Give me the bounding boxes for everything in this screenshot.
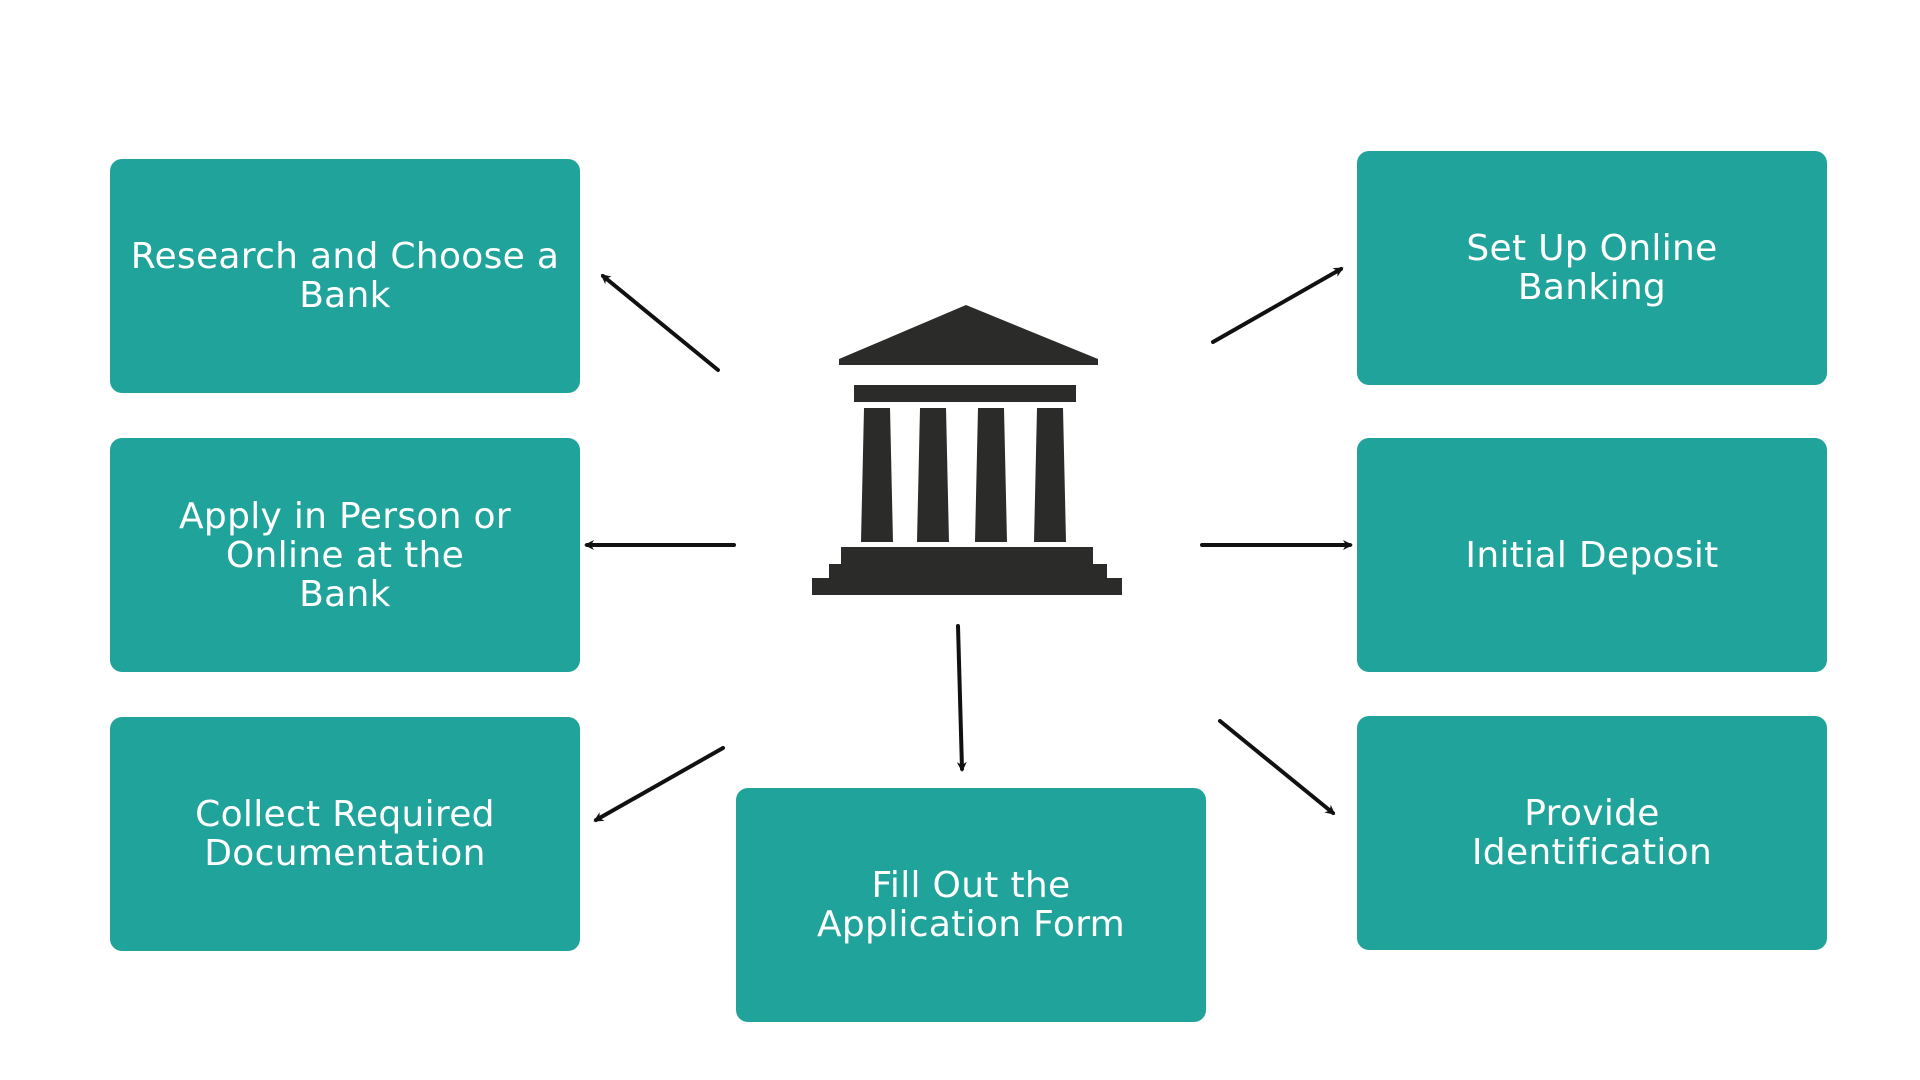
step-card-initial-deposit: Initial Deposit [1357, 438, 1827, 672]
arrow-to-provide-identification [1218, 719, 1336, 815]
step-label-fill-application: Fill Out the Application Form [816, 865, 1126, 945]
step-card-provide-identification: Provide Identification [1357, 716, 1827, 950]
step-card-online-banking: Set Up Online Banking [1357, 151, 1827, 385]
step-label-initial-deposit: Initial Deposit [1465, 534, 1719, 576]
arrow-to-fill-application [956, 624, 967, 772]
step-label-research: Research and Choose a Bank [130, 236, 560, 316]
arrow-to-collect-documentation [593, 746, 725, 822]
step-card-fill-application: Fill Out the Application Form [736, 788, 1206, 1022]
step-label-online-banking: Set Up Online Banking [1466, 228, 1718, 308]
step-card-apply: Apply in Person or Online at the Bank [110, 438, 580, 672]
step-label-collect-documentation: Collect Required Documentation [195, 794, 495, 874]
arrow-to-online-banking [1211, 267, 1344, 344]
bank-building-icon [812, 305, 1122, 595]
step-card-research: Research and Choose a Bank [110, 159, 580, 393]
step-label-provide-identification: Provide Identification [1471, 793, 1713, 873]
step-card-collect-documentation: Collect Required Documentation [110, 717, 580, 951]
step-label-apply: Apply in Person or Online at the Bank [179, 495, 511, 615]
arrow-to-research [600, 274, 720, 372]
